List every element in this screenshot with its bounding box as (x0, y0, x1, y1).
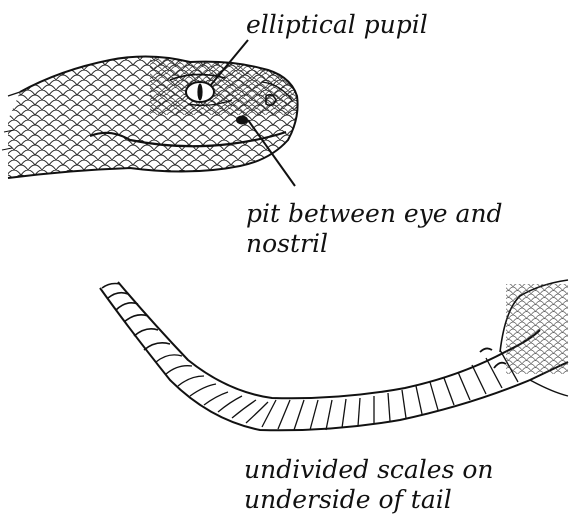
elliptical-pupil (197, 84, 202, 101)
label-pit-line-1: pit between eye and (246, 199, 503, 229)
label-elliptical-pupil: elliptical pupil (246, 10, 428, 40)
label-undivided-scales: undivided scales on underside of tail (244, 455, 494, 515)
label-scales-line-2: underside of tail (244, 485, 494, 515)
label-scales-line-1: undivided scales on (244, 455, 494, 485)
snake-head-illustration (0, 40, 310, 190)
label-pit-line-2: nostril (246, 229, 503, 259)
label-pit: pit between eye and nostril (246, 199, 503, 259)
snake-tail-illustration (100, 280, 568, 430)
heat-pit (236, 116, 248, 125)
